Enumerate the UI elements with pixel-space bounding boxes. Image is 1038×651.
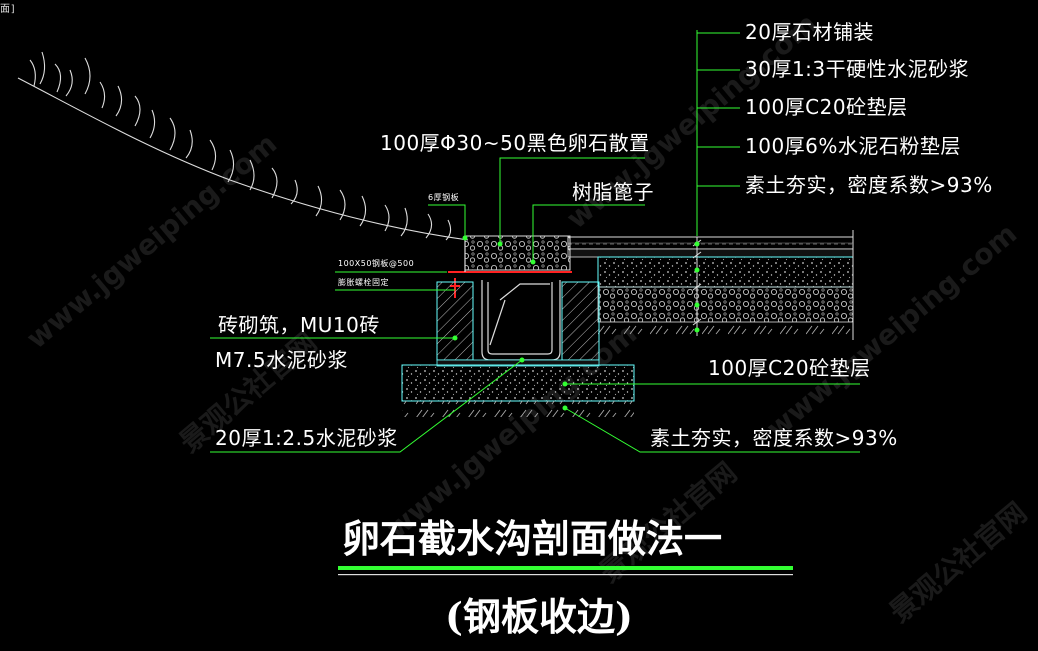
u-channel bbox=[481, 280, 561, 361]
base-concrete bbox=[401, 364, 635, 402]
drawing-subtitle: (钢板收边) bbox=[445, 594, 633, 639]
pebble-layer bbox=[464, 235, 571, 271]
grass-slope bbox=[17, 51, 469, 241]
right-brick-wall bbox=[561, 281, 600, 361]
callout-c20-concrete: 100厚C20砼垫层 bbox=[745, 95, 908, 119]
pavement-layers bbox=[567, 230, 854, 340]
callout-stone-powder: 100厚6%水泥石粉垫层 bbox=[745, 134, 961, 158]
drawing-title: 卵石截水沟剖面做法一 bbox=[342, 516, 723, 561]
title-underline bbox=[338, 566, 793, 570]
label-mortar: M7.5水泥砂浆 bbox=[215, 348, 349, 372]
label-base-mortar: 20厚1:2.5水泥砂浆 bbox=[215, 426, 398, 450]
leader-lines bbox=[210, 30, 860, 453]
label-pebbles: 100厚Φ30~50黑色卵石散置 bbox=[380, 131, 650, 155]
base-soil bbox=[402, 401, 634, 417]
callout-stone-paving: 20厚石材铺装 bbox=[745, 20, 874, 44]
label-base-soil: 素土夯实，密度系数>93% bbox=[650, 426, 898, 450]
label-resin-grate: 树脂篦子 bbox=[572, 180, 654, 204]
viewport-corner-label: 面] bbox=[0, 4, 17, 15]
left-brick-wall bbox=[436, 281, 474, 361]
label-expansion-bolt: 膨胀螺栓固定 bbox=[338, 278, 389, 287]
callout-dry-mortar: 30厚1:3干硬性水泥砂浆 bbox=[745, 57, 970, 81]
callout-compacted-soil: 素土夯实，密度系数>93% bbox=[745, 173, 993, 197]
label-brick: 砖砌筑，MU10砖 bbox=[218, 313, 380, 337]
label-base-concrete: 100厚C20砼垫层 bbox=[708, 356, 871, 380]
label-steel-plate: 6厚钢板 bbox=[428, 193, 460, 202]
label-angle-steel: 100X50钢板@500 bbox=[338, 259, 415, 268]
